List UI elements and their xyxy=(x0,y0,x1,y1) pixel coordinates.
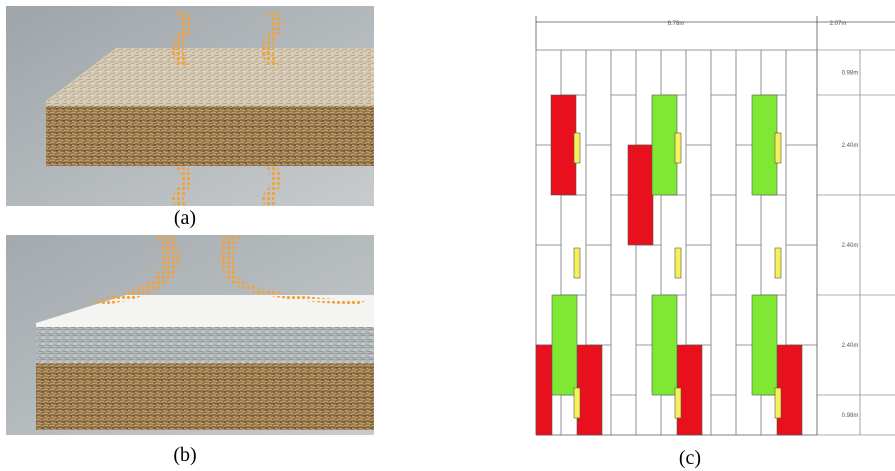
caption-a: (a) xyxy=(173,207,197,229)
green-panel xyxy=(751,294,778,396)
height-label: 2.40m xyxy=(842,343,859,349)
yellow-box xyxy=(573,387,581,419)
panel-c-layout: 6.78m 2.07m 0.98m 2.40m 2.40m 2.40m 0.98m xyxy=(520,10,895,440)
yellow-box xyxy=(573,132,581,164)
yellow-box xyxy=(774,132,782,164)
yellow-box xyxy=(774,387,782,419)
green-panel xyxy=(651,94,678,196)
red-panel xyxy=(627,144,654,246)
panel-a-figure xyxy=(6,6,374,206)
red-panel xyxy=(550,94,577,196)
yellow-box xyxy=(573,247,581,279)
caption-c: (c) xyxy=(678,447,702,469)
panel-layout-diagram: 6.78m 2.07m 0.98m 2.40m 2.40m 2.40m 0.98m xyxy=(535,16,895,436)
width-side-label: 2.07m xyxy=(830,21,847,27)
colored-panels xyxy=(535,94,803,436)
green-panel xyxy=(651,294,678,396)
width-main-label: 6.78m xyxy=(668,21,685,27)
yellow-box xyxy=(674,387,682,419)
height-dimensions: 0.98m 2.40m 2.40m 2.40m 0.98m xyxy=(817,49,895,436)
permeable-board-illustration xyxy=(6,6,374,206)
caption-b: (b) xyxy=(173,444,197,466)
green-panel xyxy=(751,94,778,196)
height-label: 2.40m xyxy=(842,243,859,249)
height-label: 2.40m xyxy=(842,143,859,149)
red-panel xyxy=(535,344,553,436)
height-label: 0.98m xyxy=(842,71,859,77)
red-panel xyxy=(576,344,603,436)
yellow-box xyxy=(674,132,682,164)
panel-b-figure xyxy=(6,235,374,435)
yellow-box xyxy=(774,247,782,279)
yellow-box xyxy=(674,247,682,279)
height-label: 0.98m xyxy=(842,413,859,419)
coated-board-illustration xyxy=(6,235,374,435)
green-panel xyxy=(551,294,578,396)
